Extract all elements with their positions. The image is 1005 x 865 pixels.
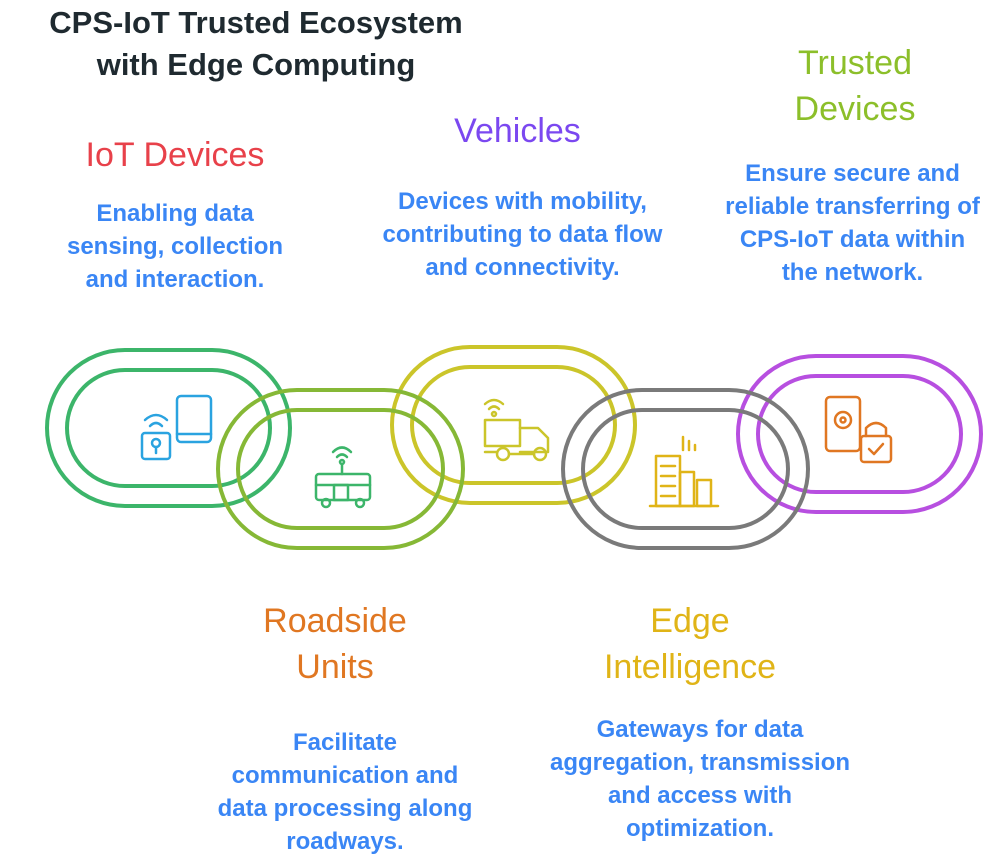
- link-iot-devices: [45, 348, 292, 508]
- title-line-2: with Edge Computing: [96, 47, 416, 82]
- roadside-units-description: Facilitate communication and data proces…: [217, 729, 473, 855]
- trusted-devices-heading: Trusted Devices: [794, 44, 916, 128]
- secure-device-lock-icon: [824, 395, 893, 464]
- link-roadside-units: [216, 388, 465, 550]
- iot-devices-description: Enabling data sensing, collection and in…: [66, 200, 284, 293]
- iot-devices-heading: IoT Devices: [85, 136, 265, 174]
- trusted-devices-description: Ensure secure and reliable transferring …: [725, 160, 980, 286]
- edge-intelligence-heading: Edge Intelligence: [603, 602, 776, 686]
- diagram-title: CPS-IoT Trusted Ecosystem with Edge Comp…: [6, 2, 506, 86]
- link-vehicles: [390, 345, 637, 505]
- link-trusted-devices: [736, 354, 983, 514]
- roadside-units-heading: Roadside Units: [263, 602, 407, 686]
- vehicles-description: Devices with mobility, contributing to d…: [382, 188, 663, 281]
- title-line-1: CPS-IoT Trusted Ecosystem: [49, 5, 463, 40]
- city-signal-icon: [648, 435, 720, 508]
- link-edge-intelligence: [561, 388, 810, 550]
- vehicles-heading: Vehicles: [454, 112, 581, 150]
- edge-intelligence-description: Gateways for data aggregation, transmiss…: [549, 716, 851, 842]
- phone-wifi-lock-icon: [140, 394, 213, 461]
- connected-bus-icon: [314, 446, 372, 509]
- connected-truck-icon: [483, 398, 550, 462]
